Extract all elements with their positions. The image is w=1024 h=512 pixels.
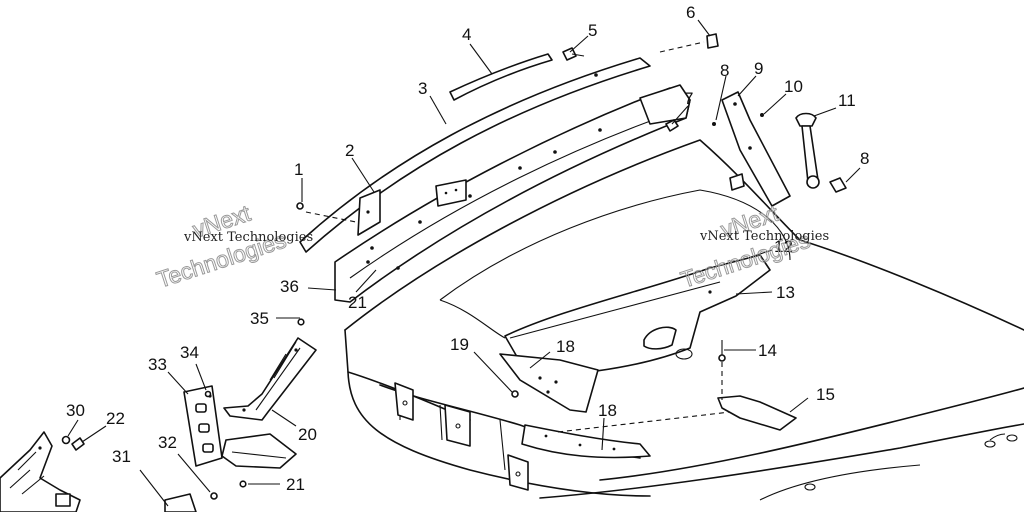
callout-20: 20 xyxy=(298,425,317,444)
part-3-trim-strip xyxy=(299,57,651,253)
part-34-fastener xyxy=(204,390,212,398)
callout-labels: 1 2 3 4 5 6 7 8 8 9 10 11 12 13 14 15 18… xyxy=(66,3,869,494)
part-6-clip xyxy=(659,33,719,53)
callout-2: 2 xyxy=(345,141,354,160)
callout-8-right: 8 xyxy=(860,149,869,168)
callout-3: 3 xyxy=(418,79,427,98)
part-18-lower-strip xyxy=(521,411,731,459)
callout-15: 15 xyxy=(816,385,835,404)
callout-32: 32 xyxy=(158,433,177,452)
part-14-bolt xyxy=(718,340,726,400)
part-1-clip xyxy=(296,202,304,210)
callout-30: 30 xyxy=(66,401,85,420)
callout-12: 12 xyxy=(774,237,793,256)
part-30-washer xyxy=(61,435,71,445)
callout-10: 10 xyxy=(784,77,803,96)
callout-4: 4 xyxy=(462,25,471,44)
callout-14: 14 xyxy=(758,341,777,360)
callout-21-upper: 21 xyxy=(348,293,367,312)
callout-1: 1 xyxy=(294,160,303,179)
callout-11: 11 xyxy=(838,91,856,110)
part-33-slotted-plate xyxy=(183,385,223,467)
callout-18-lower: 18 xyxy=(598,401,617,420)
part-9-bracket xyxy=(721,91,791,207)
part-5-bolt xyxy=(562,47,585,61)
part-21-fastener xyxy=(239,480,247,488)
lower-support-bracket xyxy=(221,433,297,469)
leader-lines xyxy=(67,19,861,507)
callout-13: 13 xyxy=(776,283,795,302)
part-15-plate xyxy=(717,395,797,431)
part-21-support-bar xyxy=(334,84,691,303)
part-20-channel-brace xyxy=(223,337,317,421)
callout-22: 22 xyxy=(106,409,125,428)
callout-35: 35 xyxy=(250,309,269,328)
callout-7: 7 xyxy=(684,89,693,108)
part-13-shield-panel xyxy=(504,254,771,376)
part-8-pin xyxy=(712,113,847,193)
part-35-fastener xyxy=(297,318,305,326)
callout-34: 34 xyxy=(180,343,199,362)
part-4-strip xyxy=(449,53,553,101)
callout-21-lower: 21 xyxy=(286,475,305,494)
watermark-text-left: vNext Technologies xyxy=(183,230,313,245)
callout-6: 6 xyxy=(686,3,695,22)
part-7-nut xyxy=(665,119,679,132)
callout-36: 36 xyxy=(280,277,299,296)
part-19-screw xyxy=(511,390,519,398)
callout-19: 19 xyxy=(450,335,469,354)
part-18-deflector xyxy=(499,353,599,413)
left-frame-assembly xyxy=(0,431,81,512)
part-11-link-rod xyxy=(795,112,820,189)
callout-5: 5 xyxy=(588,21,597,40)
hood-panel xyxy=(344,139,1024,501)
callout-33: 33 xyxy=(148,355,167,374)
callout-31: 31 xyxy=(112,447,131,466)
callout-18-upper: 18 xyxy=(556,337,575,356)
part-31-foot-bracket xyxy=(164,493,197,512)
callout-9: 9 xyxy=(754,59,763,78)
watermark-text-right: vNext Technologies xyxy=(699,229,829,244)
part-2-bracket xyxy=(305,189,381,236)
callout-8-top: 8 xyxy=(720,61,729,80)
part-32-bolt xyxy=(210,492,218,500)
part-22-screw xyxy=(71,437,85,451)
